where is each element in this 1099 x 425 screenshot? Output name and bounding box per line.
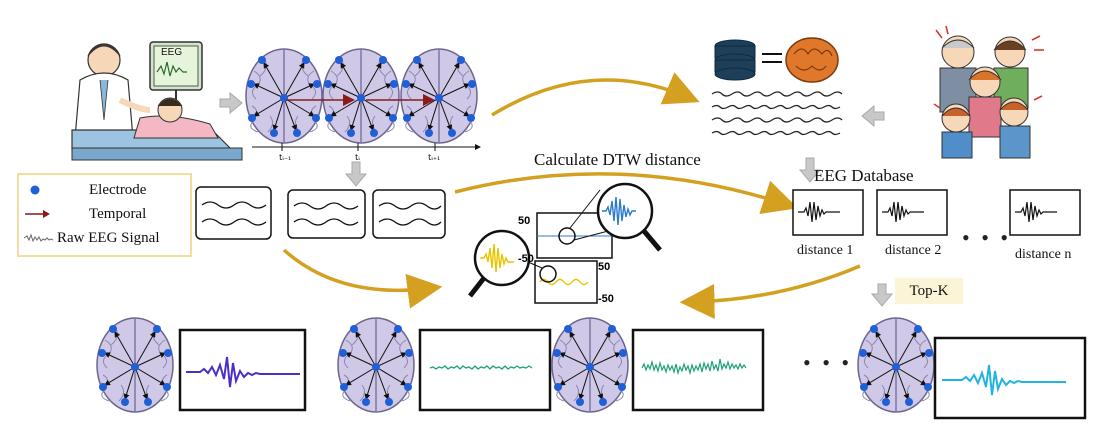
axis-label-lower-top: 50 (598, 261, 610, 273)
result-brain-4 (858, 318, 934, 412)
topk-badge: Top-K (895, 278, 963, 304)
signal-box-1 (195, 186, 272, 240)
gray-arrow-down-topk (870, 283, 894, 307)
result-brain-2 (338, 318, 414, 412)
axis-label-upper-bottom: -50 (518, 253, 534, 265)
gray-arrow-down-to-signals (344, 161, 368, 187)
eeg-database-illustration (711, 37, 843, 136)
database-label: EEG Database (814, 166, 914, 185)
result-signal-1 (178, 328, 307, 412)
legend-row-temporal: Temporal (23, 203, 146, 225)
legend-row-electrode: Electrode (23, 179, 146, 201)
gray-arrow-to-sequence (219, 91, 243, 115)
time-label-prev: tᵢ₋₁ (279, 153, 291, 162)
axis-label-lower-bottom: -50 (598, 293, 614, 305)
brain-t-prev (246, 49, 322, 143)
database-ellipsis: • • • (962, 225, 1012, 250)
distance-label-2: distance 2 (885, 243, 942, 258)
monitor-label: EEG (161, 47, 183, 58)
legend: Electrode Temporal Raw EEG Signal (17, 173, 192, 257)
brain-t (323, 49, 399, 143)
retrieved-results (97, 318, 1087, 420)
distance-label-n: distance n (1015, 247, 1072, 262)
gray-arrow-to-database (861, 104, 885, 128)
legend-electrode-label: Electrode (89, 181, 147, 198)
legend-raw-label: Raw EEG Signal (57, 229, 160, 246)
arrow-topk-back (679, 264, 861, 319)
signal-box-2 (287, 189, 366, 239)
dtw-label: Calculate DTW distance (534, 150, 701, 169)
result-signal-4 (933, 336, 1087, 420)
legend-row-raw: Raw EEG Signal (23, 227, 160, 249)
temporal-arrow-icon (25, 210, 50, 218)
patients-illustration (933, 25, 1044, 159)
time-label-current: tᵢ (355, 153, 360, 162)
distance-label-1: distance 1 (797, 243, 854, 258)
doctor-patient-illustration (71, 41, 243, 161)
legend-temporal-label: Temporal (89, 205, 147, 222)
result-signal-2 (418, 328, 552, 412)
arrow-dtw (454, 172, 798, 215)
gray-arrow-down-to-samples (798, 157, 822, 183)
raw-signal-segments (195, 186, 446, 240)
signal-box-3 (372, 189, 446, 239)
brain-sequence: tᵢ₋₁ tᵢ tᵢ₊₁ (246, 49, 481, 162)
time-label-next: tᵢ₊₁ (428, 153, 440, 162)
database-samples (792, 189, 1081, 236)
arrow-to-comparison (282, 248, 443, 309)
electrode-dot-icon (30, 185, 40, 195)
flow-arrows (282, 72, 861, 319)
arrow-to-database (491, 72, 700, 117)
dtw-comparison-plot: 50 -50 50 -50 (468, 182, 662, 305)
results-ellipsis: • • • (803, 350, 853, 375)
result-brain-1 (97, 318, 173, 412)
brain-t-next (401, 49, 477, 143)
axis-label-upper-top: 50 (518, 215, 530, 227)
db-sample-1 (792, 189, 864, 236)
raw-signal-icon (23, 233, 54, 243)
result-brain-3 (552, 318, 628, 412)
